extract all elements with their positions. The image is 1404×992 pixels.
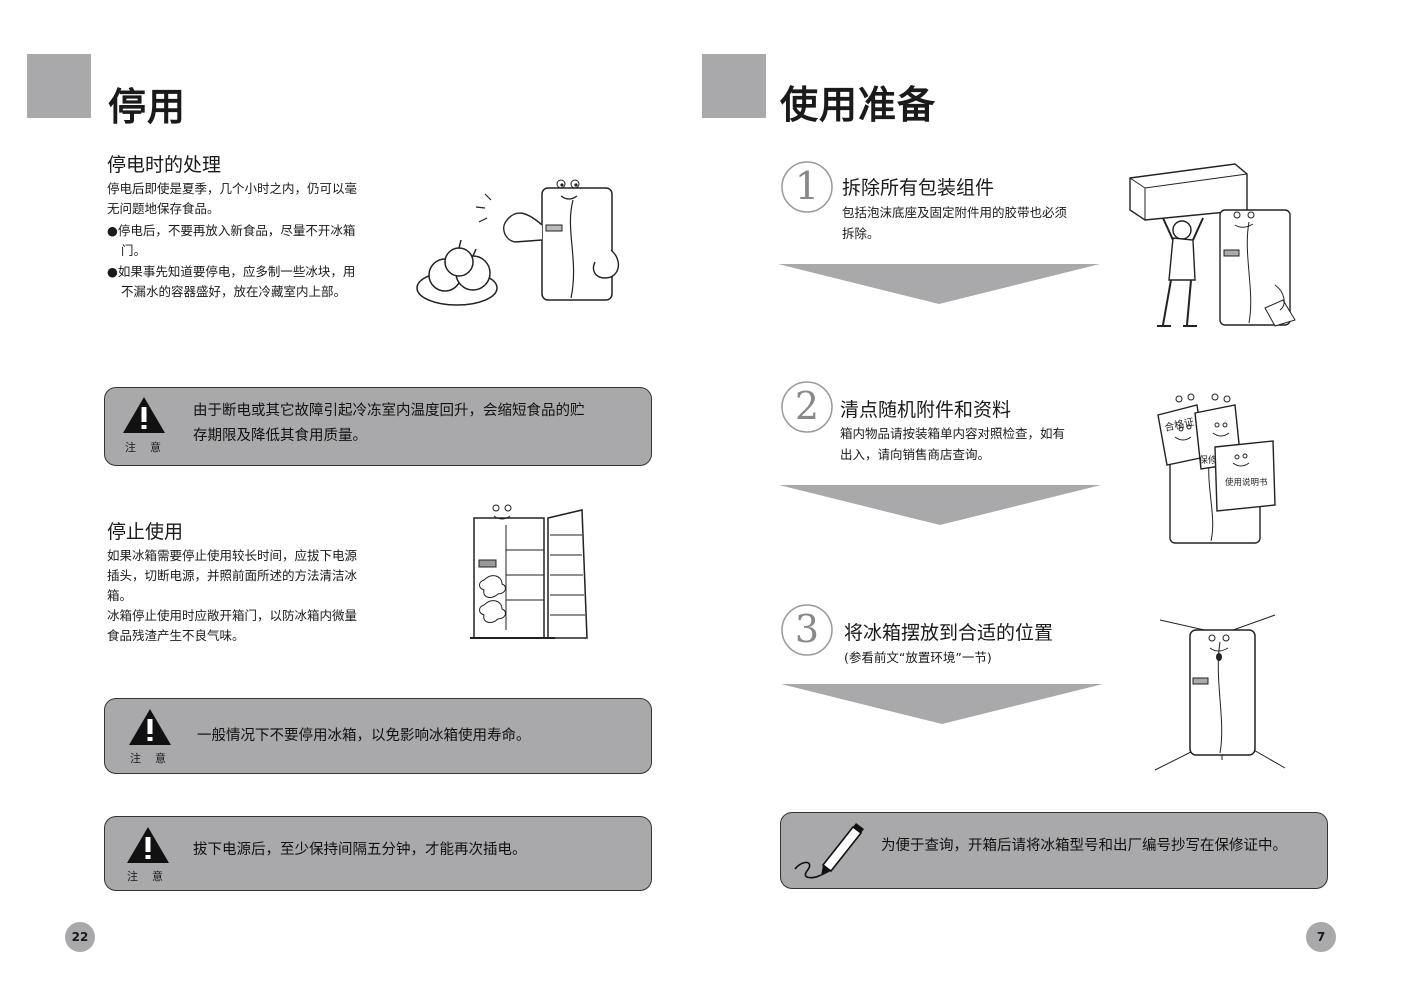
page-number: 7 — [1306, 922, 1336, 952]
section-marker — [702, 54, 766, 118]
stop-use-heading: 停止使用 — [107, 521, 184, 543]
text-line: 箱。 — [107, 588, 133, 603]
text-line: 存期限及降低其食用质量。 — [193, 428, 367, 444]
caution-text: 拔下电源后，至少保持间隔五分钟，才能再次插电。 — [193, 842, 527, 858]
page-title: 使用准备 — [780, 83, 937, 127]
step-desc: 包括泡沫底座及固定附件用的胶带也必须 拆除。 — [842, 202, 1112, 244]
page-number: 22 — [65, 922, 95, 952]
down-arrow — [781, 684, 1103, 724]
caution-box: 注意 拔下电源后，至少保持间隔五分钟，才能再次插电。 — [104, 816, 652, 891]
caution-text: 一般情况下不要停用冰箱，以免影响冰箱使用寿命。 — [197, 728, 531, 744]
text-line: 拆除。 — [842, 226, 880, 241]
text-line: 停电后即使是夏季，几个小时之内，仍可以毫 — [107, 181, 358, 196]
open-fridge-illustration — [470, 504, 588, 639]
warning-icon — [127, 827, 169, 863]
text-line: 插头，切断电源，并照前面所述的方法清洁冰 — [107, 568, 358, 583]
step-number-circle — [781, 161, 833, 213]
text-line: 无问题地保存食品。 — [107, 201, 220, 216]
warning-icon — [123, 397, 165, 433]
caution-box: 注意 一般情况下不要停用冰箱，以免影响冰箱使用寿命。 — [104, 698, 652, 774]
down-arrow — [779, 485, 1101, 525]
step-number: 1 — [794, 164, 820, 208]
caution-box: 注意 由于断电或其它故障引起冷冻室内温度回升，会缩短食品的贮 存期限及降低其食用… — [104, 387, 652, 466]
bullet-item: ●停电后，不要再放入新食品，尽量不开冰箱 门。 — [107, 221, 397, 261]
step-desc: 箱内物品请按装箱单内容对照检查，如有 出入，请向销售商店查询。 — [840, 423, 1110, 465]
stop-use-body: 如果冰箱需要停止使用较长时间，应拔下电源 插头，切断电源，并照前面所述的方法清洁… — [107, 546, 397, 646]
text-line: 箱内物品请按装箱单内容对照检查，如有 — [840, 426, 1066, 441]
fridge-apples-illustration — [416, 179, 620, 306]
doc-label-manual: 使用说明书 — [1225, 477, 1268, 488]
text-line: 门。 — [121, 243, 147, 258]
tip-text: 为便于查询，开箱后请将冰箱型号和出厂编号抄写在保修证中。 — [881, 838, 1287, 854]
text-line: 包括泡沫底座及固定附件用的胶带也必须 — [842, 205, 1068, 220]
caution-text: 由于断电或其它故障引起冷冻室内温度回升，会缩短食品的贮 存期限及降低其食用质量。 — [193, 399, 585, 449]
step-desc: (参看前文“放置环境”一节) — [844, 650, 992, 665]
text-line: 出入，请向销售商店查询。 — [840, 447, 991, 462]
down-arrow — [778, 264, 1100, 304]
unpacking-illustration — [1129, 163, 1296, 327]
step-title: 拆除所有包装组件 — [842, 177, 995, 199]
tip-box: 为便于查询，开箱后请将冰箱型号和出厂编号抄写在保修证中。 — [780, 812, 1328, 889]
fridge-corner-illustration — [1154, 614, 1286, 771]
step-number-circle — [781, 381, 833, 433]
step-number: 3 — [794, 607, 820, 651]
text-line: ●如果事先知道要停电，应多制一些冰块，用 — [107, 264, 356, 279]
step-title: 清点随机附件和资料 — [840, 399, 1012, 421]
step-number-circle — [781, 604, 833, 656]
step-number: 2 — [794, 384, 820, 428]
text-line: 如果冰箱需要停止使用较长时间，应拔下电源 — [107, 548, 358, 563]
caution-label: 注意 — [130, 752, 180, 765]
text-line: 食品残渣产生不良气味。 — [107, 628, 245, 643]
pen-icon — [794, 823, 864, 879]
step-title: 将冰箱摆放到合适的位置 — [844, 622, 1054, 644]
caution-label: 注意 — [127, 870, 177, 883]
warning-icon — [129, 709, 171, 745]
text-line: ●停电后，不要再放入新食品，尽量不开冰箱 — [107, 223, 356, 238]
power-outage-heading: 停电时的处理 — [107, 154, 222, 176]
caution-label: 注意 — [125, 441, 175, 454]
text-line: 冰箱停止使用时应敞开箱门，以防冰箱内微量 — [107, 608, 358, 623]
bullet-item: ●如果事先知道要停电，应多制一些冰块，用 不漏水的容器盛好，放在冷藏室内上部。 — [107, 262, 397, 302]
documents-illustration: 合格证 保修证 使用说明书 — [1157, 393, 1276, 544]
text-line: 不漏水的容器盛好，放在冷藏室内上部。 — [121, 284, 347, 299]
text-line: 由于断电或其它故障引起冷冻室内温度回升，会缩短食品的贮 — [193, 403, 585, 419]
section-marker — [27, 54, 91, 118]
power-outage-body: 停电后即使是夏季，几个小时之内，仍可以毫 无问题地保存食品。 ●停电后，不要再放… — [107, 179, 397, 302]
page-title: 停用 — [108, 85, 187, 129]
